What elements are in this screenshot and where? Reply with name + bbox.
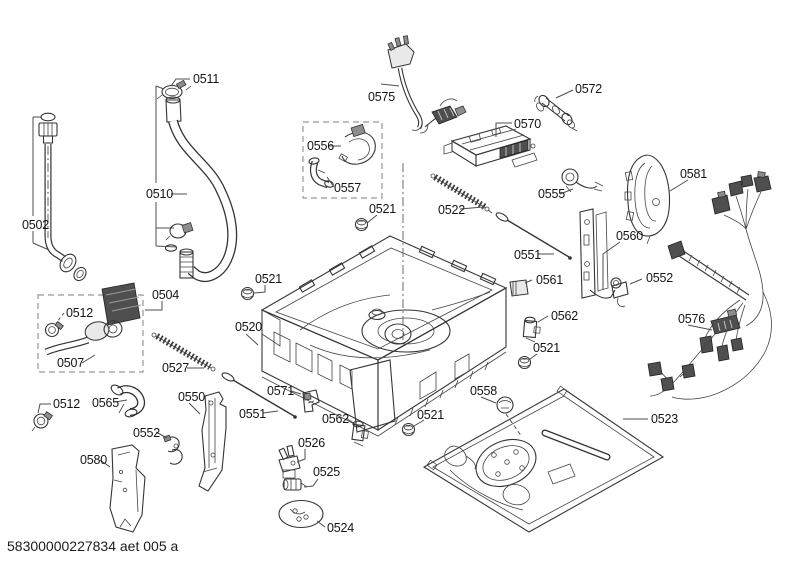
part-harness-wires [647,171,772,400]
part-label-0570: 0570 [514,117,541,131]
part-label-0581: 0581 [680,167,707,181]
part-label-0510: 0510 [146,187,173,201]
part-0522-spring [430,173,493,214]
part-0555-lever [561,168,604,193]
part-label-0558: 0558 [470,384,497,398]
part-0551-rod-right [495,212,572,260]
part-label-0552-right: 0552 [646,271,673,285]
part-0523-base-panel [422,385,665,533]
part-0561-plate [509,279,529,297]
part-label-0512: 0512 [53,397,80,411]
part-label-0550: 0550 [178,390,205,404]
part-label-0580: 0580 [80,453,107,467]
part-label-0551-right: 0551 [514,248,541,262]
part-0580-panel [109,444,146,533]
part-0521-grommet-c [401,422,416,437]
part-label-0512-box: 0512 [66,306,93,320]
part-0527-spring [151,332,216,372]
part-label-0526: 0526 [298,436,325,450]
leader-lines [32,78,713,528]
part-0551-rod-left [221,372,297,419]
part-0511-hose-clamp [156,79,192,100]
part-0550-bracket [198,391,227,492]
part-label-0555: 0555 [538,187,565,201]
part-label-0575: 0575 [368,90,395,104]
part-0562-right [522,316,541,343]
part-label-0551-left: 0551 [239,407,266,421]
part-0521-grommet-b [354,217,369,232]
part-label-0562-left: 0562 [322,412,349,426]
group-0556-clamp-box [302,121,383,199]
part-0526-switch [278,444,301,479]
part-0560-bracket [579,208,616,299]
part-labels: 0511 0502 0510 0504 0512 0507 0512 0565 … [22,72,707,535]
part-0525-cylinder [282,478,308,491]
part-label-0504: 0504 [152,288,179,302]
part-0552-right [610,277,629,307]
part-label-0520: 0520 [235,320,262,334]
part-label-0525: 0525 [313,465,340,479]
part-label-0562-right: 0562 [551,309,578,323]
part-0510-drain-hose [164,96,238,282]
part-label-0521-b: 0521 [369,202,396,216]
part-0520-tub [260,163,508,437]
part-label-0502: 0502 [22,218,49,232]
part-label-0565: 0565 [92,396,119,410]
part-0502-inlet-hose [38,112,87,282]
part-label-0522: 0522 [438,203,465,217]
part-label-0521-d: 0521 [533,341,560,355]
part-label-0521-a: 0521 [255,272,282,286]
part-label-0524: 0524 [327,521,354,535]
part-0521-grommet-a [240,286,255,301]
part-0575-power-cord [387,35,467,134]
part-label-0561: 0561 [536,273,563,287]
part-label-0511: 0511 [193,72,219,86]
part-label-0576: 0576 [678,312,705,326]
part-label-0523: 0523 [651,412,678,426]
part-0570-control-unit [443,125,538,168]
part-label-0527: 0527 [162,361,189,375]
part-0565-elbow [110,384,146,418]
part-label-0571: 0571 [267,384,294,398]
part-label-0556: 0556 [307,139,334,153]
part-0521-grommet-d [517,355,532,370]
part-label-0560: 0560 [616,229,643,243]
part-0562-left [351,420,369,447]
part-label-0507: 0507 [57,356,84,370]
part-label-0572: 0572 [575,82,602,96]
document-number: 58300000227834 aet 005 a [7,538,178,554]
part-0581-mount-plate [624,154,671,245]
part-label-0552-left: 0552 [133,426,160,440]
part-0512-clamp [31,411,53,432]
part-label-0557: 0557 [334,181,361,195]
part-0558-cap [496,396,523,438]
part-0571-clip [302,389,320,413]
part-0552-left [162,434,183,465]
part-0572-hinge [534,94,578,132]
part-0524-disc [278,499,324,529]
part-label-0521-c: 0521 [417,408,444,422]
group-0504-pump-module [37,282,144,373]
